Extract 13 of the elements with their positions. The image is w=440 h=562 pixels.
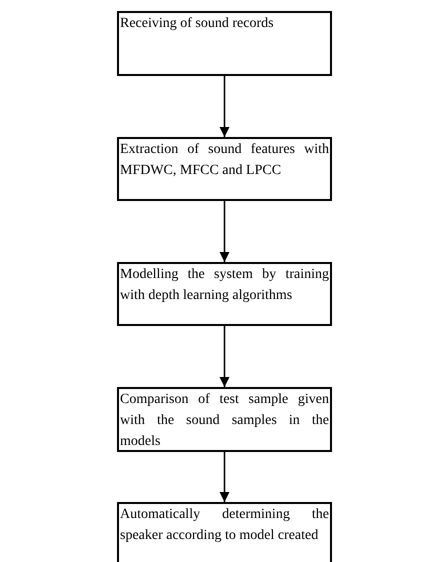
process-box xyxy=(117,502,332,562)
arrow xyxy=(220,76,230,137)
step-text: Automatically determining the speaker according to model created xyxy=(120,506,329,545)
arrow xyxy=(220,326,230,387)
arrow xyxy=(220,201,230,262)
step-text: Receiving of sound records xyxy=(120,15,275,33)
arrow xyxy=(220,452,230,502)
process-box xyxy=(117,137,332,201)
step-text: Extraction of sound features with MFDWC, MFCC and LPCC xyxy=(120,141,329,180)
step-text: Comparison of test sample given with the sound samples in the models xyxy=(120,391,329,451)
step-text: Modelling the system by training with depth learning algorithms xyxy=(120,266,329,305)
process-box xyxy=(117,262,332,326)
process-box xyxy=(117,11,332,76)
